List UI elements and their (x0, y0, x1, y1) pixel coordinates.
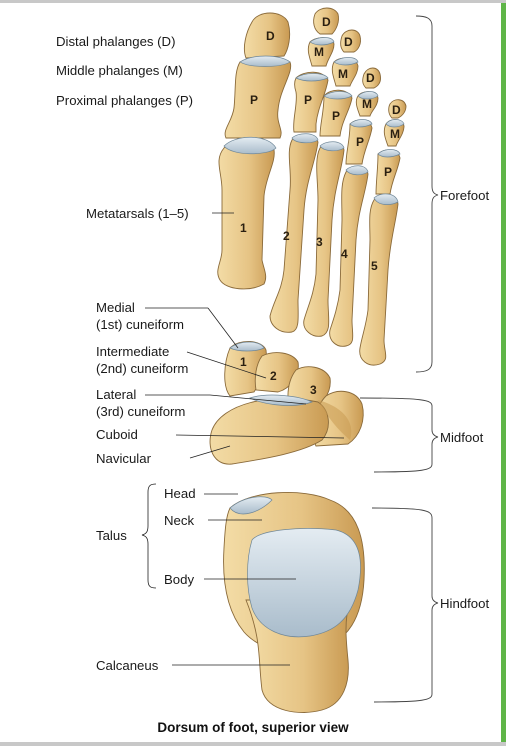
cuneiform-number-2: 2 (270, 369, 277, 383)
bone-letter-m5: M (390, 127, 400, 141)
label-medial-cuneiform-line1: Medial (96, 300, 135, 315)
bone-letter-p2: P (304, 93, 312, 107)
bone-letter-d4: D (366, 71, 375, 85)
label-proximal-phalanges: Proximal phalanges (P) (56, 93, 194, 108)
bone-letter-p1: P (250, 93, 258, 107)
label-medial-cuneiform-line2: (1st) cuneiform (96, 317, 184, 332)
bone-letter-m4: M (362, 97, 372, 111)
region-hindfoot: Hindfoot (440, 596, 490, 611)
metatarsal-number-3: 3 (316, 235, 323, 249)
metatarsal-1 (217, 138, 275, 290)
label-navicular: Navicular (96, 451, 151, 466)
label-lateral-cuneiform-line1: Lateral (96, 387, 137, 402)
bone-letter-p5: P (384, 165, 392, 179)
metatarsal-4 (329, 165, 369, 347)
label-lateral-cuneiform-line2: (3rd) cuneiform (96, 404, 186, 419)
bone-letter-p4: P (356, 135, 364, 149)
bone-letter-m3: M (338, 67, 348, 81)
bone-letter-d3: D (344, 35, 353, 49)
label-talus-head: Head (164, 486, 196, 501)
navicular (209, 398, 329, 465)
proximal-phalanx-3 (319, 89, 353, 137)
metatarsal-5 (359, 194, 399, 366)
bottom-border (0, 742, 506, 746)
bone-letter-m2: M (314, 45, 324, 59)
label-cuboid: Cuboid (96, 427, 138, 442)
cuneiform-number-1: 1 (240, 355, 247, 369)
distal-phalanx-2 (313, 7, 339, 35)
metatarsal-number-2: 2 (283, 229, 290, 243)
distal-phalanx-5 (388, 99, 407, 119)
metatarsal-number-1: 1 (240, 221, 247, 235)
label-distal-phalanges: Distal phalanges (D) (56, 34, 176, 49)
figure-caption: Dorsum of foot, superior view (157, 720, 349, 735)
label-intermediate-cuneiform-line1: Intermediate (96, 344, 170, 359)
cuneiform-number-3: 3 (310, 383, 317, 397)
bone-letter-d5: D (392, 103, 401, 117)
right-accent-stripe (501, 3, 506, 742)
distal-phalanx-3 (340, 29, 361, 53)
bone-letter-d1: D (266, 29, 275, 43)
label-calcaneus: Calcaneus (96, 658, 159, 673)
bone-letter-d2: D (322, 15, 331, 29)
region-midfoot: Midfoot (440, 430, 484, 445)
metatarsal-3 (303, 141, 345, 337)
talus-body-trochlea (247, 528, 361, 638)
label-intermediate-cuneiform-line2: (2nd) cuneiform (96, 361, 189, 376)
top-border (0, 0, 506, 3)
label-metatarsals: Metatarsals (1–5) (86, 206, 189, 221)
label-talus-body: Body (164, 572, 195, 587)
distal-phalanx-4 (362, 67, 381, 89)
distal-phalanx-1 (243, 12, 291, 59)
label-talus: Talus (96, 528, 127, 543)
metatarsal-number-5: 5 (371, 259, 378, 273)
metatarsal-2 (269, 133, 319, 333)
metatarsal-number-4: 4 (341, 247, 348, 261)
region-forefoot: Forefoot (440, 188, 490, 203)
label-middle-phalanges: Middle phalanges (M) (56, 63, 183, 78)
bone-letter-p3: P (332, 109, 340, 123)
label-talus-neck: Neck (164, 513, 195, 528)
